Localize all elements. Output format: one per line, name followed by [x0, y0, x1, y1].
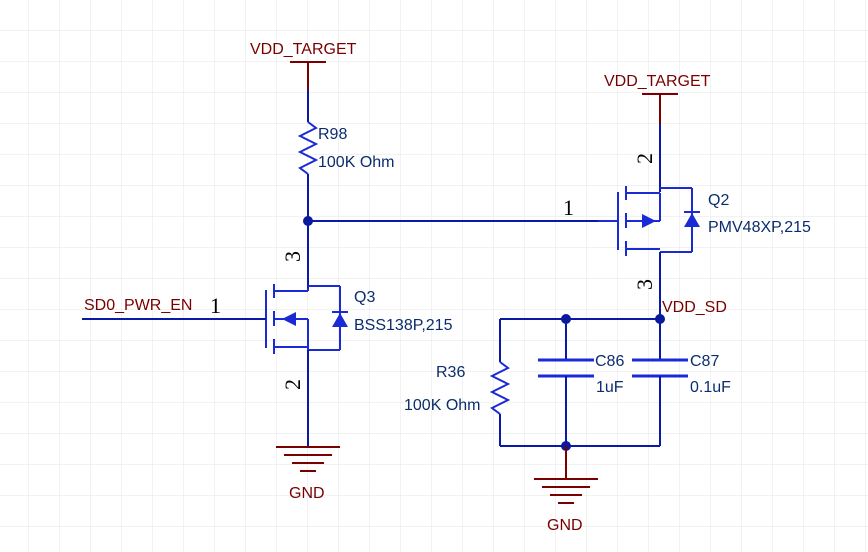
- vdd-target-left-port: [290, 61, 326, 90]
- c87-value: 0.1uF: [690, 379, 731, 396]
- gnd-right-symbol: [534, 478, 598, 504]
- vdd-target-right-label: VDD_TARGET: [604, 73, 711, 90]
- vdd-target-right-port: [642, 93, 678, 124]
- q3-drain-pin-number: 3: [280, 251, 305, 262]
- q3-part: BSS138P,215: [354, 317, 453, 334]
- c86-capacitor: [538, 319, 594, 446]
- q3-mosfet-symbol: [265, 284, 348, 354]
- q2-diode-triangle: [684, 213, 700, 227]
- q3-ref: Q3: [354, 289, 375, 306]
- q2-source-pin-number: 2: [632, 153, 657, 164]
- sd0-pwr-en-label: SD0_PWR_EN: [84, 297, 192, 314]
- c87-ref: C87: [690, 353, 719, 370]
- r98-value: 100K Ohm: [318, 154, 394, 171]
- r36-value: 100K Ohm: [404, 397, 480, 414]
- q2-gate-pin-number: 1: [563, 195, 574, 220]
- r36-ref: R36: [436, 364, 465, 381]
- r98-ref: R98: [318, 126, 347, 143]
- q2-arrow: [642, 214, 656, 228]
- gnd-left-label: GND: [289, 485, 325, 502]
- gnd-left-symbol: [276, 446, 340, 472]
- r98-resistor: [297, 90, 319, 221]
- c86-value: 1uF: [596, 379, 624, 396]
- gnd-right-label: GND: [547, 517, 583, 534]
- c87-capacitor: [632, 319, 688, 446]
- q2-part: PMV48XP,215: [708, 219, 811, 236]
- q2-ref: Q2: [708, 192, 729, 209]
- vdd-target-left-label: VDD_TARGET: [250, 41, 357, 58]
- q3-source-pin-number: 2: [280, 379, 305, 390]
- q3-arrow: [282, 312, 296, 326]
- q3-gate-pin-number: 1: [210, 293, 221, 318]
- q2-drain-pin-number: 3: [632, 279, 657, 290]
- c86-ref: C86: [595, 353, 624, 370]
- q3-diode-triangle: [332, 313, 348, 327]
- r36-resistor: [489, 319, 511, 446]
- vdd-sd-label: VDD_SD: [662, 299, 727, 316]
